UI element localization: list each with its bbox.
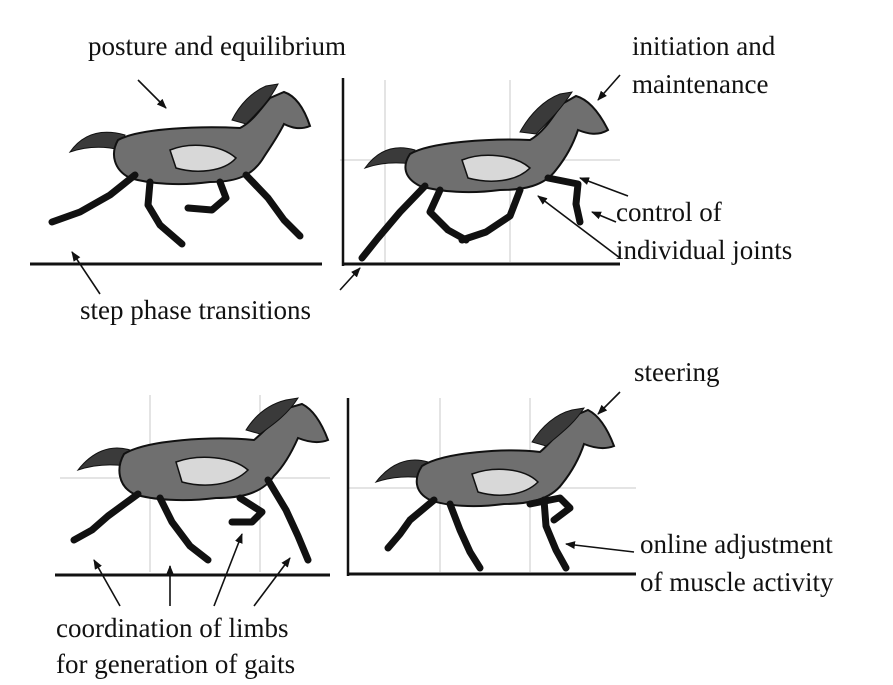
label-initiation-line1: initiation and	[632, 30, 775, 62]
label-posture: posture and equilibrium	[88, 30, 346, 62]
horse-bottom-right	[348, 398, 636, 576]
horse-top-left	[30, 84, 322, 264]
arrow-online	[566, 544, 634, 552]
arrow-coordination-3	[214, 534, 242, 606]
arrow-step-phase-1	[72, 252, 100, 294]
horse-bottom-left	[55, 395, 330, 575]
arrow-control-3	[592, 212, 616, 222]
label-online-line1: online adjustment	[640, 528, 833, 560]
arrow-coordination-4	[254, 558, 290, 606]
arrow-initiation	[598, 75, 620, 100]
label-control-line2: individual joints	[616, 234, 792, 266]
arrow-control-1	[580, 178, 628, 196]
label-steering: steering	[634, 356, 719, 388]
arrow-step-phase-2	[340, 268, 360, 290]
label-online-line2: of muscle activity	[640, 566, 833, 598]
arrow-coordination-1	[94, 560, 120, 606]
horse-top-right	[340, 78, 620, 266]
label-coordination-line2: for generation of gaits	[56, 648, 295, 680]
label-control-line1: control of	[616, 196, 722, 228]
arrow-posture	[138, 80, 166, 108]
label-step-phase: step phase transitions	[80, 294, 311, 326]
label-coordination-line1: coordination of limbs	[56, 612, 288, 644]
arrow-steering	[598, 392, 620, 414]
label-initiation-line2: maintenance	[632, 68, 768, 100]
